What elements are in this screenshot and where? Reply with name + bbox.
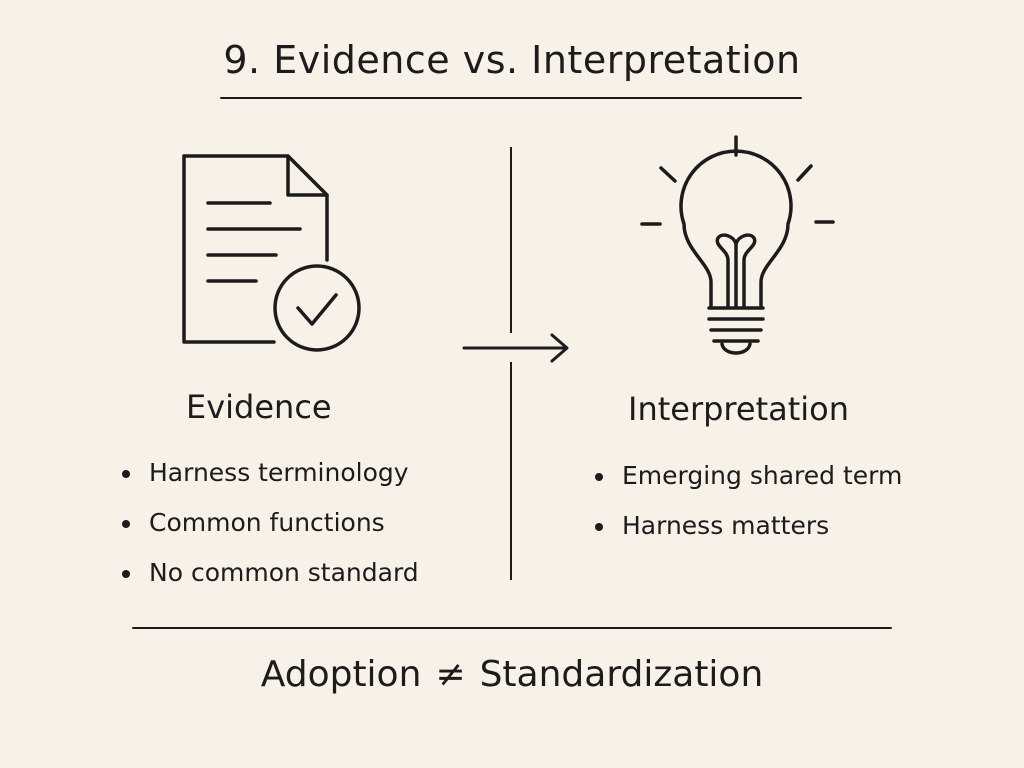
list-item: Emerging shared term (595, 461, 902, 511)
list-item: Harness terminology (122, 458, 419, 508)
bullet-dot (122, 520, 130, 528)
bullet-dot (122, 570, 130, 578)
lightbulb-icon (640, 135, 835, 355)
list-item: Common functions (122, 508, 419, 558)
center-divider-top (510, 147, 512, 333)
slide-title: 9. Evidence vs. Interpretation (223, 38, 801, 82)
interpretation-list: Emerging shared term Harness matters (595, 461, 902, 561)
document-check-icon (182, 154, 361, 352)
conclusion-rule (132, 627, 892, 629)
bullet-dot (122, 470, 130, 478)
list-item: No common standard (122, 558, 419, 608)
conclusion-left: Adoption (260, 654, 422, 695)
evidence-heading: Evidence (186, 388, 332, 426)
interpretation-heading: Interpretation (628, 390, 850, 428)
title-underline (220, 97, 802, 99)
conclusion: Adoption ≠ Standardization (0, 654, 1024, 695)
list-item: Harness matters (595, 511, 902, 561)
arrow-right-icon (462, 333, 569, 363)
not-equal-symbol: ≠ (435, 654, 466, 695)
center-divider-bottom (510, 362, 512, 580)
evidence-list: Harness terminology Common functions No … (122, 458, 419, 608)
bullet-dot (595, 473, 603, 481)
bullet-dot (595, 523, 603, 531)
conclusion-right: Standardization (479, 654, 764, 695)
